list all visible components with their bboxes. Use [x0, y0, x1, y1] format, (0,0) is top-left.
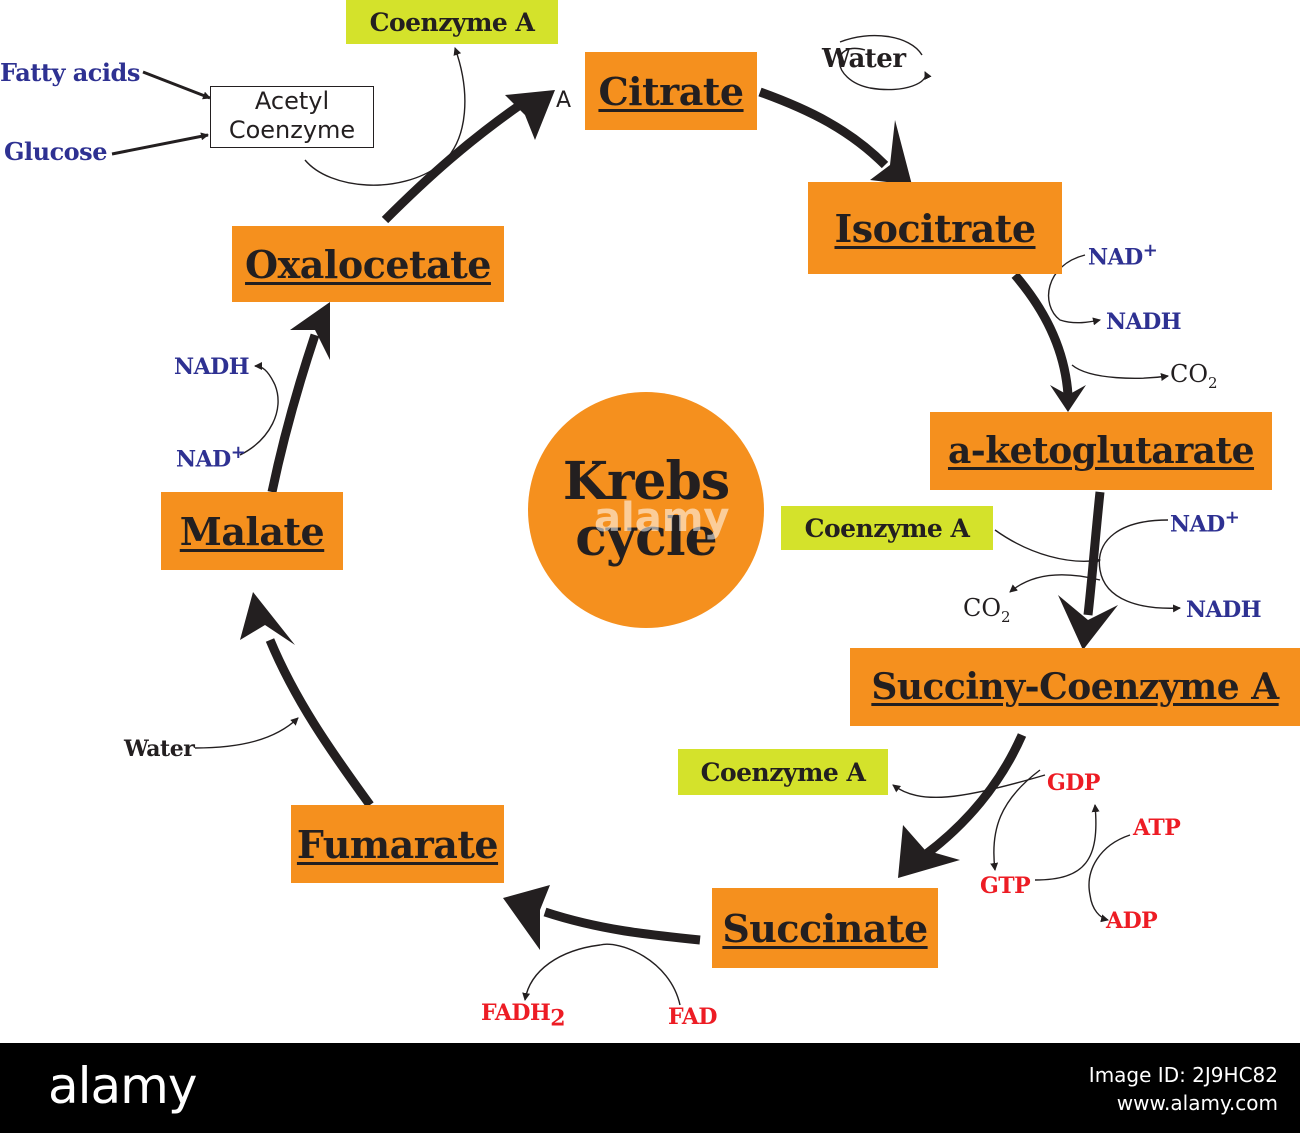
- nadh-label-2: NADH: [1186, 597, 1262, 623]
- stage-fumarate: Fumarate: [291, 805, 504, 883]
- arrow-fumarate-malate: [265, 638, 374, 808]
- coenzyme-a-low: Coenzyme A: [678, 749, 888, 795]
- nad-left-text: NAD: [176, 446, 231, 473]
- stage-aketoglutarate-label: a-ketoglutarate: [947, 430, 1255, 472]
- atp-label: ATP: [1133, 815, 1181, 841]
- image-id: Image ID: 2J9HC82: [1088, 1063, 1278, 1087]
- center-title-line1: Krebs: [562, 451, 730, 512]
- stage-succinate-label: Succinate: [722, 905, 928, 951]
- arrow-succinyl-succinate: [922, 733, 1027, 859]
- co2-1-text: CO: [1170, 360, 1209, 388]
- cycle-arrows: [111, 34, 1181, 1006]
- nad-1-plus: +: [1142, 240, 1158, 261]
- arrow-citrate-isocitrate: [758, 87, 889, 169]
- co2-2-sub: 2: [1001, 607, 1011, 626]
- arrow-succinate-fumarate: [543, 907, 701, 945]
- nad-label-1: NAD+: [1088, 240, 1158, 271]
- nad-2-text: NAD: [1170, 511, 1225, 538]
- image-id-block: Image ID: 2J9HC82 www.alamy.com: [1089, 1061, 1278, 1117]
- gdp-label: GDP: [1047, 770, 1100, 796]
- arrowhead-isocitrate: [870, 120, 912, 185]
- coenzyme-a-mid: Coenzyme A: [781, 506, 993, 550]
- nad-1-text: NAD: [1088, 244, 1143, 271]
- nad-left-plus: +: [230, 442, 246, 463]
- gtp-label: GTP: [980, 873, 1031, 899]
- krebs-cycle-center: Krebs cycle: [528, 392, 764, 628]
- main-arrowheads: [240, 90, 1118, 950]
- nad-left-label: NAD+: [176, 442, 246, 473]
- arrowhead-succinyl: [1058, 595, 1118, 650]
- stage-fumarate-label: Fumarate: [296, 821, 499, 867]
- stage-succinyl-coa-label: Succiny-Coenzyme A: [871, 666, 1279, 708]
- fadh2-sub: 2: [550, 1005, 566, 1032]
- krebs-cycle-diagram: Citrate Isocitrate a-ketoglutarate Succi…: [0, 0, 1300, 1032]
- nadh-label-1: NADH: [1106, 309, 1182, 335]
- glucose-label: Glucose: [4, 137, 107, 166]
- stage-isocitrate: Isocitrate: [808, 182, 1062, 274]
- fatty-acids-label: Fatty acids: [0, 58, 140, 87]
- watermark-center: alamy: [594, 495, 730, 541]
- adp-label: ADP: [1106, 908, 1158, 934]
- stage-isocitrate-label: Isocitrate: [834, 205, 1036, 251]
- co2-label-2: CO2: [963, 594, 1011, 626]
- side-arrows: [111, 34, 1181, 1006]
- acetyl-line1: Acetyl: [254, 87, 330, 115]
- arrowhead-malate: [240, 592, 295, 645]
- nad-label-2: NAD+: [1170, 507, 1240, 538]
- fadh2-text: FADH: [481, 1000, 551, 1026]
- co2-label-1: CO2: [1170, 360, 1218, 392]
- nadh-left-label: NADH: [174, 354, 250, 380]
- co2-2-text: CO: [963, 594, 1002, 622]
- water-top-label: Water: [822, 44, 906, 74]
- stage-succinate: Succinate: [712, 888, 938, 968]
- center-title-line2: cycle: [575, 507, 717, 568]
- nad-2-plus: +: [1224, 507, 1240, 528]
- main-arrows: [265, 87, 1105, 945]
- arrowhead-fumarate: [503, 885, 550, 950]
- stage-citrate-label: Citrate: [598, 68, 744, 114]
- water-left-label: Water: [124, 736, 195, 762]
- arrowhead-succinate: [898, 825, 960, 878]
- arrow-isocitrate-aketo: [1011, 272, 1073, 396]
- fadh2-label: FADH2: [481, 1000, 566, 1032]
- stage-oxaloacetate-label: Oxalocetate: [245, 241, 491, 287]
- acetyl-coenzyme-box: Acetyl Coenzyme: [210, 86, 374, 148]
- stage-aketoglutarate: a-ketoglutarate: [930, 412, 1272, 490]
- arrow-oxaloacetate-citrate: [381, 101, 523, 224]
- alamy-url: www.alamy.com: [1116, 1091, 1278, 1115]
- arrowhead-aketo: [1050, 385, 1086, 412]
- arrow-aketo-succinyl: [1083, 491, 1105, 616]
- alamy-logo: alamy: [48, 1057, 197, 1115]
- stage-citrate: Citrate: [585, 52, 757, 130]
- stage-oxaloacetate: Oxalocetate: [232, 226, 504, 302]
- stage-malate: Malate: [161, 492, 343, 570]
- footer-bar: alamy Image ID: 2J9HC82 www.alamy.com: [0, 1043, 1300, 1133]
- stage-succinyl-coa: Succiny-Coenzyme A: [850, 648, 1300, 726]
- arrowhead-oxaloacetate: [290, 302, 330, 360]
- fad-label: FAD: [668, 1004, 717, 1030]
- arrow-malate-oxaloacetate: [267, 333, 320, 493]
- stage-malate-label: Malate: [179, 508, 325, 554]
- co2-1-sub: 2: [1208, 373, 1218, 392]
- arrowhead-citrate: [505, 90, 555, 140]
- coenzyme-a-top: Coenzyme A: [346, 0, 558, 44]
- acetyl-suffix: A: [556, 88, 572, 113]
- acetyl-line2: Coenzyme: [228, 116, 356, 144]
